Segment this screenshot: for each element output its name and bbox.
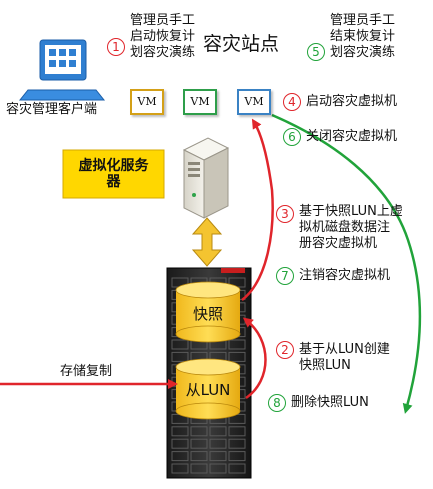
step-6-badge: 6 — [283, 128, 301, 146]
slave-lun-label: 从LUN — [185, 381, 231, 399]
rack-slot — [228, 451, 246, 462]
rack-slot — [228, 438, 246, 449]
rack-slot — [171, 351, 189, 362]
rack-slot — [228, 426, 246, 437]
virtual-server-label: 虚拟化服务 器 — [78, 158, 149, 190]
step-1-badge: 1 — [107, 38, 125, 56]
rack-slot — [190, 426, 208, 437]
step-1-text: 管理员手工 启动恢复计 划容灾演练 — [130, 13, 196, 60]
vm-box-1: VM — [130, 89, 164, 115]
rack-slot — [171, 463, 189, 474]
client-label: 容灾管理客户端 — [6, 102, 98, 117]
slave-lun-cylinder — [175, 358, 241, 420]
step-3-badge: 3 — [276, 205, 294, 223]
computer-icon — [18, 39, 106, 101]
rack-slot — [171, 426, 189, 437]
rack-slot — [209, 463, 227, 474]
step-8-text: 删除快照LUN — [291, 395, 369, 410]
cleanup-arrow — [271, 113, 422, 414]
snapshot-cylinder — [175, 281, 241, 343]
storage-replication-label: 存储复制 — [60, 364, 113, 379]
step-7-badge: 7 — [276, 267, 294, 285]
step-4-badge: 4 — [283, 93, 301, 111]
step-2-text: 基于从LUN创建 快照LUN — [299, 342, 390, 373]
rack-slot — [209, 451, 227, 462]
vm-box-2: VM — [183, 89, 217, 115]
rack-slot — [209, 438, 227, 449]
snapshot-label: 快照 — [192, 305, 223, 323]
step-4-text: 启动容灾虚拟机 — [306, 94, 398, 109]
step-5-text: 管理员手工 结束恢复计 划容灾演练 — [330, 13, 396, 60]
step-3-text: 基于快照LUN上虚 拟机磁盘数据注 册容灾虚拟机 — [299, 204, 403, 251]
rack-slot — [228, 351, 246, 362]
rack-slot — [171, 451, 189, 462]
step-7-text: 注销容灾虚拟机 — [299, 268, 391, 283]
site-title: 容灾站点 — [203, 33, 280, 55]
double-arrow-icon — [191, 217, 223, 267]
step-3-arrow — [241, 118, 274, 301]
rack-slot — [171, 438, 189, 449]
server-icon — [182, 137, 230, 219]
vm-box-3: VM — [237, 89, 271, 115]
step-2-arrow — [242, 317, 267, 400]
rack-slot — [171, 339, 189, 350]
virtual-server-box — [62, 149, 165, 199]
rack-slot — [228, 339, 246, 350]
step-8-badge: 8 — [268, 394, 286, 412]
rack-slot — [209, 426, 227, 437]
step-2-badge: 2 — [276, 341, 294, 359]
rack-slot — [190, 438, 208, 449]
rack-slot — [228, 463, 246, 474]
step-5-badge: 5 — [307, 43, 325, 61]
step-6-text: 关闭容灾虚拟机 — [306, 129, 398, 144]
rack-slot — [190, 463, 208, 474]
rack-slot — [190, 451, 208, 462]
